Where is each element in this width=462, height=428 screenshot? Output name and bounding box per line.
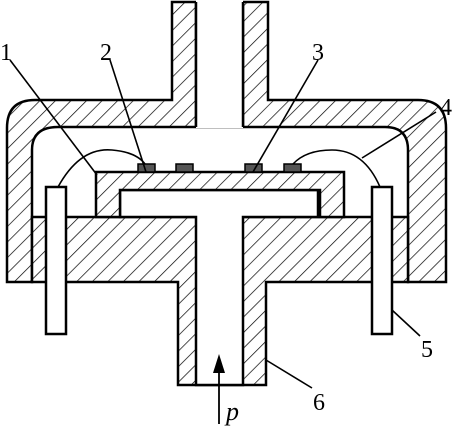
label-4: 4	[440, 95, 452, 121]
label-6: 6	[313, 390, 325, 416]
pressure-channel	[118, 188, 320, 387]
leader-2	[109, 59, 147, 173]
leader-6	[265, 359, 313, 389]
diaphragm-cup	[94, 170, 346, 219]
label-1: 1	[0, 40, 12, 66]
leader-3	[252, 59, 319, 173]
terminal-pin-right	[370, 185, 394, 336]
strain-gauge-4	[283, 163, 302, 173]
label-pressure: p	[224, 397, 239, 426]
label-5: 5	[421, 337, 433, 363]
pressure-arrow-head	[213, 354, 225, 373]
leader-5	[391, 309, 421, 337]
lead-wire-left	[57, 149, 146, 188]
strain-gauge-1	[137, 163, 156, 173]
leader-4	[361, 111, 437, 159]
terminal-pin-left	[44, 185, 68, 336]
label-2: 2	[100, 40, 112, 66]
housing-bore	[196, 0, 243, 128]
strain-gauge-2	[175, 163, 194, 173]
label-3: 3	[312, 40, 324, 66]
leader-1	[9, 59, 98, 176]
lead-wire-right	[292, 149, 381, 188]
